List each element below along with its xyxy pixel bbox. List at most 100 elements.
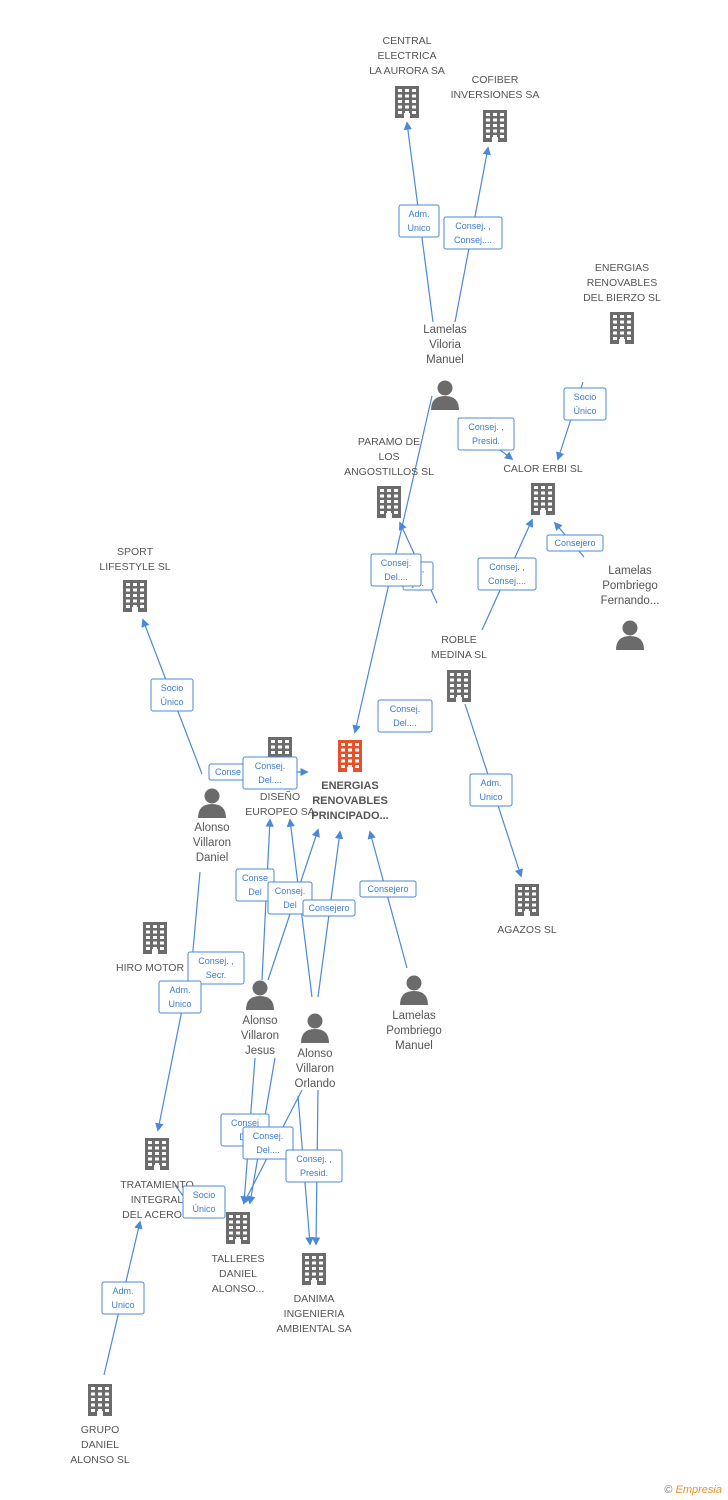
node-label-line: ENERGIAS <box>595 262 649 274</box>
relation-text: Conse <box>242 873 268 883</box>
building-icon <box>226 1212 250 1244</box>
relation-box <box>242 756 298 790</box>
node-label-line: Alonso <box>242 1015 277 1027</box>
node-label-line: COFIBER <box>472 74 519 86</box>
relation-label[interactable]: Consej. ,Presid. <box>457 417 515 451</box>
relation-text: Conse <box>215 767 241 777</box>
node-label-line: EUROPEO SA <box>245 806 314 818</box>
node-label-line: CALOR ERBI SL <box>503 463 583 475</box>
building-icon <box>447 670 471 702</box>
relation-label[interactable]: Consejero <box>302 899 356 917</box>
building-icon <box>610 312 634 344</box>
relation-label[interactable]: Consej. ,Secr. <box>187 951 245 985</box>
person-icon <box>616 620 644 650</box>
relation-box <box>443 216 503 250</box>
relation-label[interactable]: Consejero <box>546 534 604 552</box>
building-icon <box>145 1138 169 1170</box>
relation-box <box>267 881 313 915</box>
relation-box <box>377 699 433 733</box>
building-icon <box>531 483 555 515</box>
relation-box <box>187 951 245 985</box>
relation-label[interactable]: Adm. Unico <box>158 980 202 1014</box>
building-icon <box>143 922 167 954</box>
relation-label[interactable]: Consej. Del.... <box>242 756 298 790</box>
relation-text: Unico <box>168 999 191 1009</box>
relation-label[interactable]: Consej.Del.... <box>370 553 422 587</box>
node-label-line: ELECTRICA <box>378 50 437 62</box>
node-label-line: Jesus <box>245 1045 275 1057</box>
relation-text: Consej. <box>255 761 286 771</box>
node-label-line: INTEGRAL <box>131 1194 184 1206</box>
relation-text: Del.... <box>258 775 282 785</box>
node-calor-erbi[interactable]: CALOR ERBI SL <box>503 463 583 515</box>
node-label-line: Manuel <box>426 354 464 366</box>
relation-label[interactable]: Consej.Del.... <box>242 1126 294 1160</box>
relation-label[interactable]: Conse <box>208 763 248 781</box>
node-label-line: DANIEL <box>81 1439 119 1451</box>
relation-label[interactable]: Adm.Unico <box>101 1281 145 1315</box>
person-icon <box>400 975 428 1005</box>
relation-label[interactable]: Consej.Del <box>267 881 313 915</box>
relation-text: Socio <box>574 392 597 402</box>
node-label-line: Lamelas <box>423 324 467 336</box>
node-label-line: AMBIENTAL SA <box>276 1323 351 1335</box>
node-label-line: ROBLE <box>441 634 477 646</box>
node-label-line: Daniel <box>196 852 229 864</box>
node-label-line: Lamelas <box>392 1010 436 1022</box>
node-label-line: INGENIERIA <box>284 1308 345 1320</box>
relation-box <box>359 880 417 898</box>
relation-text: Único <box>160 697 183 707</box>
relation-label[interactable]: Consej. ,Consej.... <box>477 557 537 591</box>
node-label-line: Viloria <box>429 339 461 351</box>
brand-logo[interactable]: Empresia <box>675 1484 722 1496</box>
node-agazos[interactable]: AGAZOS SL <box>497 884 557 936</box>
node-label-line: Villaron <box>241 1030 279 1042</box>
relation-label[interactable]: Consej. ,Consej.... <box>443 216 503 250</box>
node-label-line: TALLERES <box>212 1253 265 1265</box>
node-label-line: Alonso <box>297 1048 332 1060</box>
node-label-line: ALONSO... <box>212 1283 265 1295</box>
node-lamelas-pombriego-fernando[interactable]: LamelasPombriegoFernando... <box>601 565 660 650</box>
relation-label[interactable]: Consej. ,Presid. <box>285 1149 343 1183</box>
node-danima[interactable]: DANIMA INGENIERIA AMBIENTAL SA <box>276 1253 352 1335</box>
relation-text: Adm. <box>480 778 501 788</box>
relation-label[interactable]: Adm.Unico <box>469 773 513 807</box>
node-energias-principado[interactable]: ENERGIASRENOVABLESPRINCIPADO... <box>311 740 389 822</box>
node-hiro-motor[interactable]: HIRO MOTOR S <box>116 922 194 974</box>
node-label-line: DEL ACERO S <box>122 1209 192 1221</box>
relation-text: Consej. <box>275 886 306 896</box>
node-label-line: ENERGIAS <box>321 780 378 792</box>
relation-label[interactable]: Consej.Del.... <box>377 699 433 733</box>
node-talleres-daniel[interactable]: TALLERESDANIELALONSO... <box>212 1212 265 1295</box>
node-label-line: RENOVABLES <box>587 277 657 289</box>
relation-label[interactable]: Consejero <box>359 880 417 898</box>
relation-text: Adm. <box>169 985 190 995</box>
node-label-line: Pombriego <box>386 1025 442 1037</box>
relation-label[interactable]: Adm.Unico <box>398 204 440 238</box>
relation-text: Adm. <box>112 1286 133 1296</box>
building-icon <box>515 884 539 916</box>
relation-text: Del.... <box>393 718 417 728</box>
node-label-line: DANIMA <box>294 1293 335 1305</box>
relation-text: Único <box>192 1204 215 1214</box>
relation-box <box>457 417 515 451</box>
relation-box <box>302 899 356 917</box>
relation-text: Socio <box>193 1190 216 1200</box>
